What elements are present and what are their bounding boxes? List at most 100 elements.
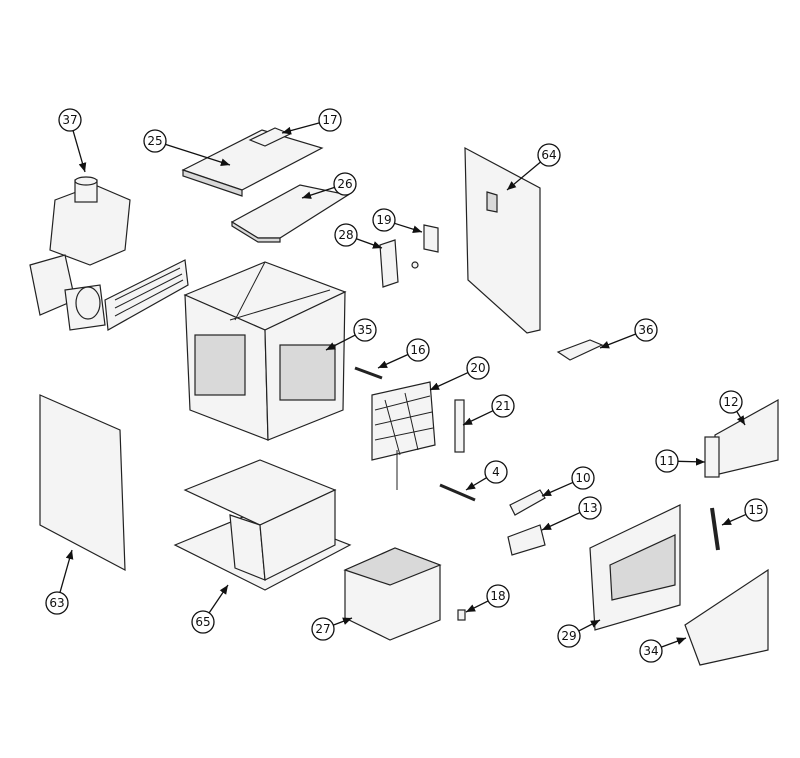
leader-arrow bbox=[333, 617, 353, 626]
callout-35: 35 bbox=[325, 318, 377, 351]
callout-63: 63 bbox=[45, 549, 74, 615]
part-27-ash-pan bbox=[343, 547, 442, 641]
callout-circle bbox=[634, 318, 658, 342]
leader-arrow bbox=[541, 481, 574, 497]
callout-circle bbox=[372, 208, 396, 232]
callout-number: 10 bbox=[575, 471, 590, 485]
part-19-bracket bbox=[423, 224, 439, 253]
part-18-clip bbox=[457, 609, 466, 621]
callout-28: 28 bbox=[334, 223, 383, 249]
callout-11: 11 bbox=[655, 449, 706, 473]
callout-circle bbox=[318, 108, 342, 132]
callout-circle bbox=[311, 617, 335, 641]
leader-arrow bbox=[721, 513, 747, 526]
part-26-baffle bbox=[230, 184, 350, 243]
callout-number: 17 bbox=[322, 113, 337, 127]
callout-circle bbox=[333, 172, 357, 196]
callout-64: 64 bbox=[506, 143, 561, 191]
callout-circle bbox=[58, 108, 82, 132]
leader-arrow bbox=[506, 161, 541, 191]
leader-arrow bbox=[462, 410, 494, 426]
callout-number: 35 bbox=[357, 323, 372, 337]
callout-number: 19 bbox=[376, 213, 391, 227]
part-63-side-panel bbox=[39, 394, 126, 572]
callout-number: 16 bbox=[410, 343, 425, 357]
part-10-burnpot bbox=[509, 489, 546, 516]
part-13-burnpot-box bbox=[507, 524, 546, 556]
callout-circle bbox=[719, 390, 743, 414]
leader-arrow bbox=[301, 186, 335, 199]
callout-37: 37 bbox=[58, 108, 87, 173]
leader-arrow bbox=[394, 222, 423, 233]
callout-circle bbox=[571, 466, 595, 490]
callout-number: 21 bbox=[495, 399, 510, 413]
part-4-igniter bbox=[439, 483, 476, 502]
leader-arrow bbox=[377, 353, 409, 369]
callout-17: 17 bbox=[281, 108, 342, 135]
callout-number: 27 bbox=[315, 622, 330, 636]
callout-12: 12 bbox=[719, 390, 746, 426]
callout-number: 20 bbox=[470, 361, 485, 375]
part-20-grate bbox=[371, 381, 436, 490]
leader-arrow bbox=[661, 637, 687, 648]
leader-arrow bbox=[541, 511, 581, 531]
leader-arrow bbox=[325, 334, 356, 351]
callout-27: 27 bbox=[311, 617, 353, 641]
part-grille bbox=[104, 259, 189, 331]
callout-circle bbox=[334, 223, 358, 247]
callout-circle bbox=[45, 591, 69, 615]
callout-21: 21 bbox=[462, 394, 515, 426]
callout-number: 26 bbox=[337, 177, 352, 191]
callout-number: 11 bbox=[659, 454, 674, 468]
part-36-bracket bbox=[556, 339, 604, 361]
callout-16: 16 bbox=[377, 338, 430, 369]
callout-19: 19 bbox=[372, 208, 423, 233]
part-11-panel bbox=[704, 436, 720, 478]
callout-number: 28 bbox=[338, 228, 353, 242]
callout-number: 65 bbox=[195, 615, 210, 629]
callout-circle bbox=[486, 584, 510, 608]
callout-36: 36 bbox=[599, 318, 658, 349]
callout-10: 10 bbox=[541, 466, 595, 497]
leader-arrow bbox=[677, 457, 706, 466]
leader-arrow bbox=[59, 549, 74, 593]
callout-circle bbox=[537, 143, 561, 167]
callout-circle bbox=[639, 639, 663, 663]
leader-arrow bbox=[281, 122, 320, 135]
leader-arrow bbox=[578, 619, 601, 632]
callout-number: 36 bbox=[638, 323, 653, 337]
callout-circle bbox=[744, 498, 768, 522]
callout-15: 15 bbox=[721, 498, 768, 526]
callout-number: 29 bbox=[561, 629, 576, 643]
leader-arrow bbox=[599, 333, 636, 349]
callout-number: 13 bbox=[582, 501, 597, 515]
part-65-base bbox=[173, 459, 352, 591]
leader-arrow bbox=[208, 584, 229, 614]
main-stove-body bbox=[183, 261, 347, 441]
part-16-rod bbox=[354, 366, 383, 380]
callout-circle bbox=[557, 624, 581, 648]
callout-number: 34 bbox=[643, 644, 658, 658]
callout-circle bbox=[143, 129, 167, 153]
part-28-bracket bbox=[379, 239, 419, 288]
callout-number: 64 bbox=[541, 148, 556, 162]
callout-20: 20 bbox=[429, 356, 490, 391]
callout-65: 65 bbox=[191, 584, 229, 634]
callout-circle bbox=[406, 338, 430, 362]
callout-circle bbox=[491, 394, 515, 418]
leader-arrow bbox=[165, 143, 231, 166]
callout-circle bbox=[655, 449, 679, 473]
part-37-feed-assembly bbox=[29, 176, 131, 331]
leader-arrow bbox=[72, 130, 87, 173]
callout-13: 13 bbox=[541, 496, 602, 531]
callout-34: 34 bbox=[639, 637, 687, 663]
callout-circle bbox=[578, 496, 602, 520]
callout-circle bbox=[353, 318, 377, 342]
part-15-handle bbox=[710, 507, 720, 551]
leader-arrow bbox=[465, 477, 487, 491]
callout-4: 4 bbox=[465, 460, 508, 491]
callout-18: 18 bbox=[465, 584, 510, 613]
